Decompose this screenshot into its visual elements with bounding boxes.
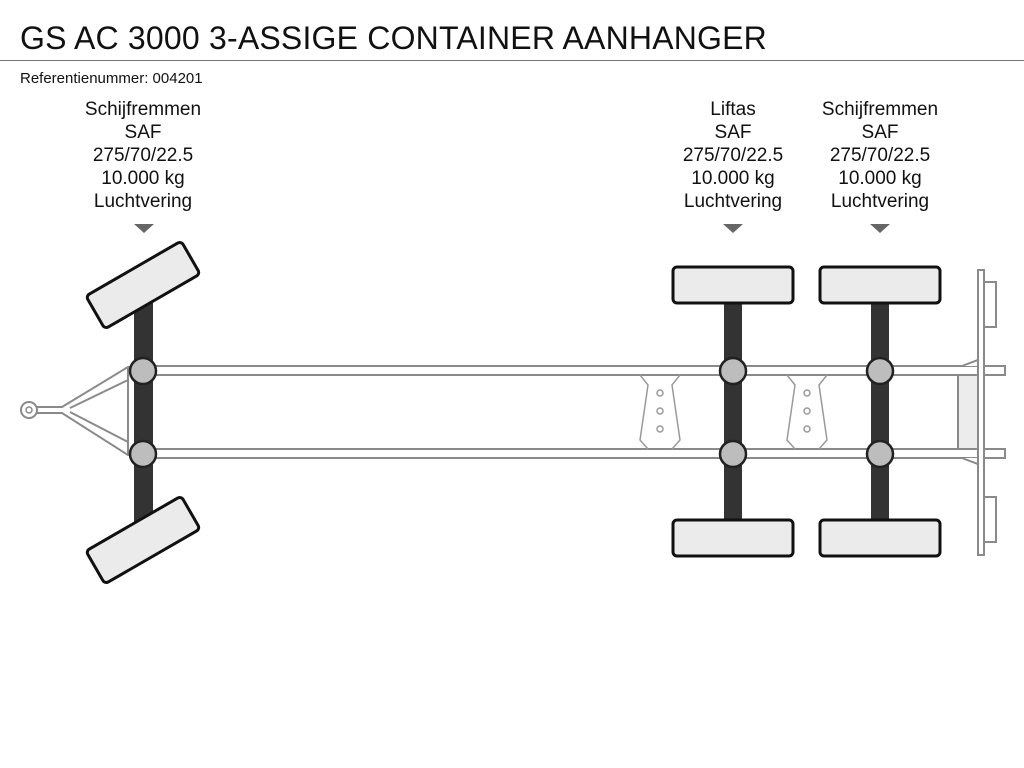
axle-2-label: Liftas SAF 275/70/22.5 10.000 kg Luchtve… <box>648 98 818 213</box>
axle-1-tire: 275/70/22.5 <box>92 145 194 166</box>
page-title: GS AC 3000 3-ASSIGE CONTAINER AANHANGER <box>20 20 767 56</box>
axle-3-tire-left <box>818 265 942 305</box>
axle-2-tire: 275/70/22.5 <box>682 145 784 166</box>
axle-1-load: 10.000 kg <box>101 168 185 189</box>
axle-1-type: Schijfremmen <box>84 99 202 120</box>
rear-bumper <box>957 269 997 556</box>
axle-2-tire-left <box>671 265 795 305</box>
axle-3-label: Schijfremmen SAF 275/70/22.5 10.000 kg L… <box>795 98 965 213</box>
title-divider <box>0 60 1024 61</box>
axle-3-marker-icon <box>870 224 890 233</box>
axle-3-type: Schijfremmen <box>821 99 939 120</box>
cross-member-1 <box>639 374 681 450</box>
reference-number: Referentienummer: 004201 <box>20 70 203 87</box>
axle-3-suspension: Luchtvering <box>830 191 930 212</box>
axle-1-hub-icon <box>128 439 158 469</box>
axle-3-tire: 275/70/22.5 <box>829 145 931 166</box>
axle-2-hub-icon <box>718 356 748 386</box>
axle-1-suspension: Luchtvering <box>93 191 193 212</box>
axle-2-tire-right <box>671 518 795 558</box>
axle-2-marker-icon <box>723 224 743 233</box>
drawbar <box>36 366 136 456</box>
axle-2-type: Liftas <box>710 99 756 120</box>
axle-2-load: 10.000 kg <box>691 168 775 189</box>
axle-2-hub-icon <box>718 439 748 469</box>
axle-1 <box>85 241 201 584</box>
axle-3-hub-icon <box>865 356 895 386</box>
axle-3 <box>818 265 942 558</box>
axle-3-tire-right <box>818 518 942 558</box>
cross-member-2 <box>786 374 828 450</box>
axle-1-brand: SAF <box>124 122 162 143</box>
axle-2 <box>671 265 795 558</box>
axle-1-marker-icon <box>134 224 154 233</box>
axle-1-label: Schijfremmen SAF 275/70/22.5 10.000 kg L… <box>58 98 228 213</box>
axle-1-tire-left <box>85 241 201 329</box>
axle-1-hub-icon <box>128 356 158 386</box>
axle-3-load: 10.000 kg <box>838 168 922 189</box>
axle-1-tire-right <box>85 496 201 584</box>
towing-eye-icon <box>20 401 38 419</box>
axle-2-brand: SAF <box>714 122 752 143</box>
axle-3-brand: SAF <box>861 122 899 143</box>
axle-2-suspension: Luchtvering <box>683 191 783 212</box>
axle-3-hub-icon <box>865 439 895 469</box>
